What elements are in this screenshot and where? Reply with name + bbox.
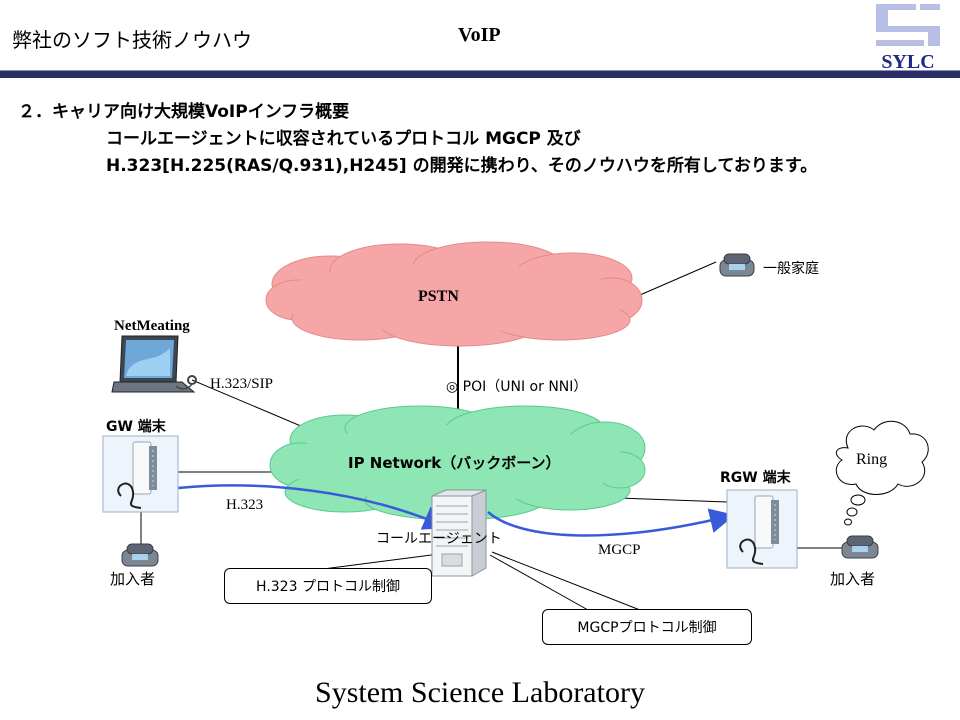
h323-callout-text: H.323 プロトコル制御 xyxy=(256,579,400,595)
h323-flow-label: H.323 xyxy=(226,497,264,513)
ring-label: Ring xyxy=(856,451,888,468)
intro-line-1: コールエージェントに収容されているプロトコル MGCP 及び xyxy=(106,129,581,149)
call-agent-label: コールエージェント xyxy=(376,531,502,547)
netmeeting-link xyxy=(191,379,316,433)
logo-mark-icon: SYLC xyxy=(876,4,940,73)
mgcp-flow-arrow xyxy=(487,508,735,537)
gw-terminal-label: GW 端末 xyxy=(106,419,166,435)
home-phone-icon xyxy=(719,253,755,277)
section-heading: ２．キャリア向け大規模VoIPインフラ概要 xyxy=(18,102,350,122)
header-rule xyxy=(0,70,960,78)
intro-line-2: H.323[H.225(RAS/Q.931),H245] の開発に携わり、そのノ… xyxy=(106,156,818,176)
right-subscriber-label: 加入者 xyxy=(830,570,876,588)
mgcp-protocol-control-callout: MGCPプロトコル制御 xyxy=(542,609,752,645)
ring-thought-bubble xyxy=(835,420,929,526)
ip-network-label: IP Network（バックボーン） xyxy=(348,454,561,472)
left-subscriber-label: 加入者 xyxy=(110,570,156,588)
topic-title: VoIP xyxy=(458,24,501,46)
pstn-label: PSTN xyxy=(418,288,459,305)
callout-mgcp-leader-a xyxy=(489,554,589,611)
right-subscriber-phone-icon xyxy=(841,535,879,559)
company-heading: 弊社のソフト技術ノウハウ xyxy=(12,28,252,52)
sylc-logo: SYLC xyxy=(868,2,948,73)
home-link xyxy=(639,261,717,296)
netmeeting-label: NetMeating xyxy=(114,318,190,334)
laptop-icon xyxy=(111,335,197,393)
footer-org-name: System Science Laboratory xyxy=(315,676,645,709)
mgcp-callout-text: MGCPプロトコル制御 xyxy=(577,620,717,636)
gw-device-icon xyxy=(102,435,179,513)
mgcp-flow-label: MGCP xyxy=(598,542,641,558)
poi-label: ◎ POI（UNI or NNI） xyxy=(446,379,588,395)
callout-mgcp-leader-b xyxy=(491,551,641,611)
logo-text: SYLC xyxy=(881,51,934,72)
h323-sip-label: H.323/SIP xyxy=(210,376,273,392)
h323-protocol-control-callout: H.323 プロトコル制御 xyxy=(224,568,432,604)
home-label: 一般家庭 xyxy=(763,261,819,277)
rgw-device-icon xyxy=(726,489,798,569)
h323-flow-arrow xyxy=(177,484,449,530)
rgw-terminal-label: RGW 端末 xyxy=(720,470,791,486)
call-agent-server-icon xyxy=(431,489,487,577)
left-subscriber-phone-icon xyxy=(121,543,159,567)
